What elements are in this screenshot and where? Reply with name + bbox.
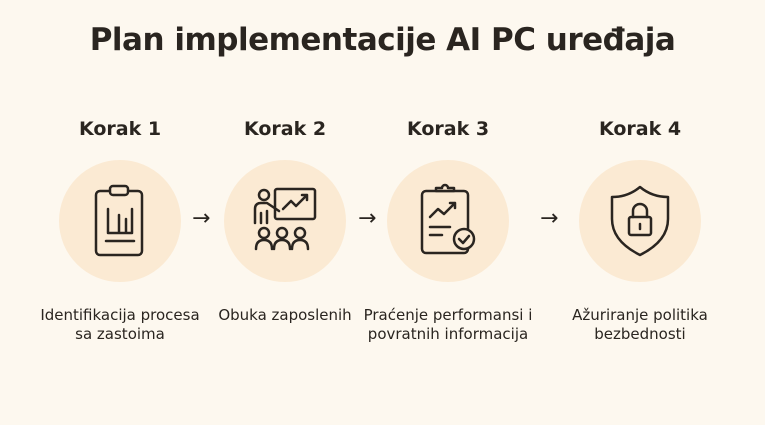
step-3: Korak 3 Praćenje performansi i povratnih…	[363, 118, 533, 344]
step-heading: Korak 1	[78, 118, 162, 140]
step-2: Korak 2 Obuka zaposlenih	[200, 118, 370, 325]
presentation-training-icon	[253, 187, 317, 251]
step-label: Ažuriranje politika bezbednosti	[572, 306, 708, 343]
step-label: Praćenje performansi i povratnih informa…	[363, 306, 533, 343]
step-label: Obuka zaposlenih	[218, 306, 352, 324]
clipboard-check-icon	[420, 183, 476, 255]
page-title: Plan implementacije AI PC uređaja	[89, 22, 676, 58]
step-4: Korak 4 Ažuriranje politika bezbednosti	[555, 118, 725, 344]
clipboard-chart-icon	[94, 184, 144, 257]
step-label: Identifikacija procesa sa zastoima	[40, 306, 200, 343]
shield-lock-icon	[610, 185, 670, 257]
arrow-icon: →	[540, 206, 559, 231]
step-icon-circle	[387, 160, 509, 282]
arrow-icon: →	[192, 206, 211, 231]
step-heading: Korak 2	[243, 118, 327, 140]
step-heading: Korak 4	[598, 118, 682, 140]
step-icon-circle	[224, 160, 346, 282]
step-icon-circle	[59, 160, 181, 282]
step-1: Korak 1 Identifikacija procesa sa zastoi…	[35, 118, 205, 344]
step-heading: Korak 3	[406, 118, 490, 140]
arrow-icon: →	[358, 206, 377, 231]
step-icon-circle	[579, 160, 701, 282]
